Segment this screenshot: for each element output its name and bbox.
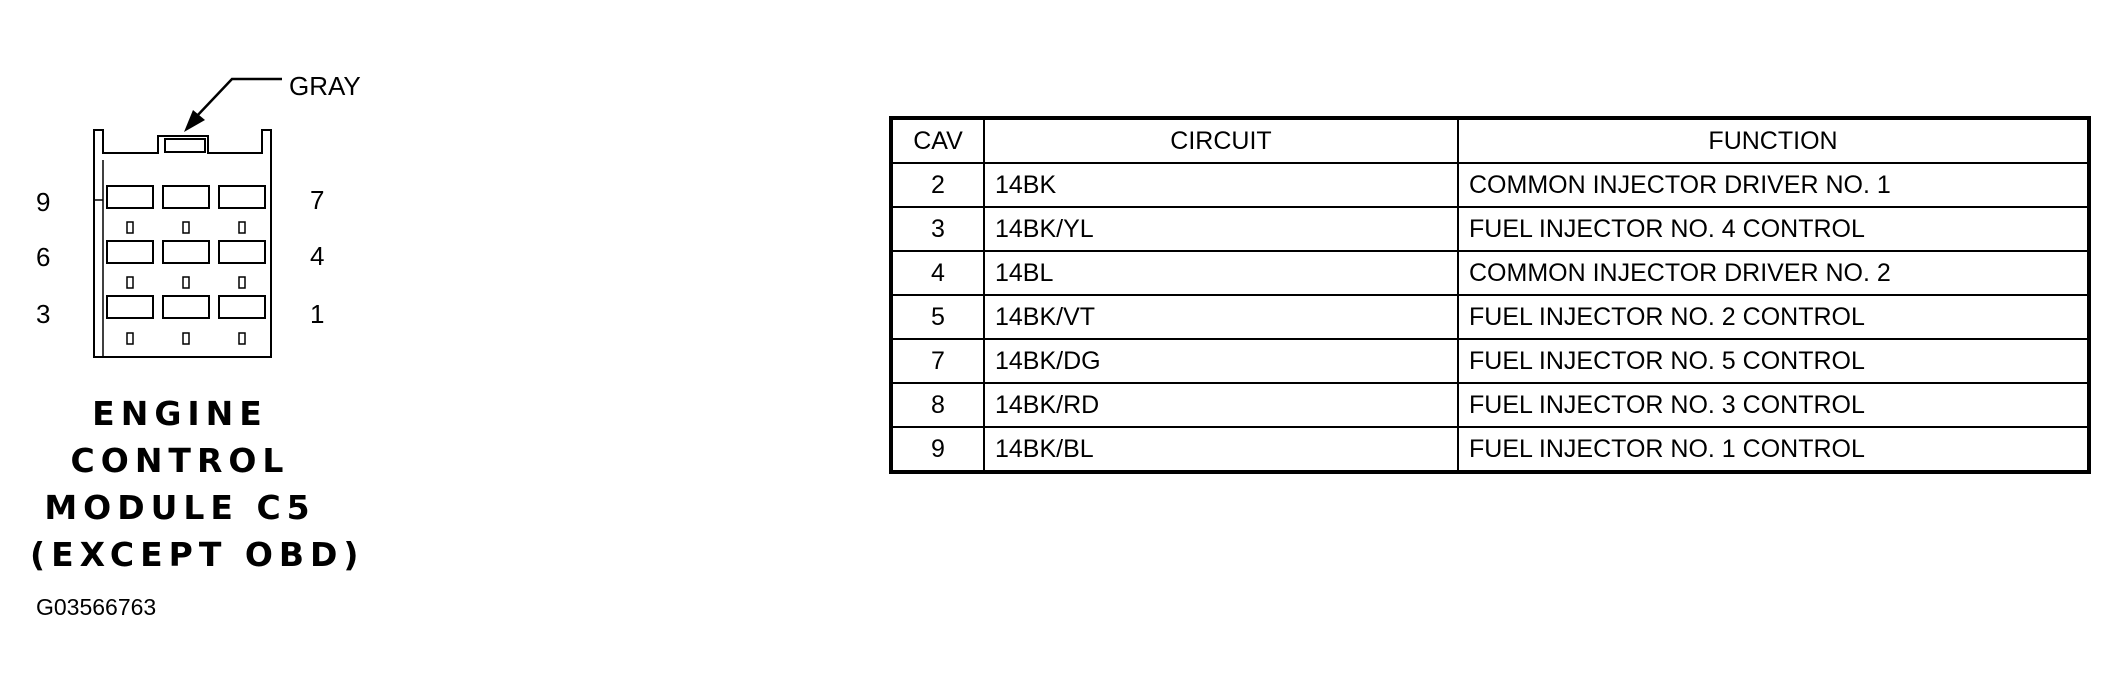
pin-number-3: 3 bbox=[36, 299, 50, 329]
cavity bbox=[162, 185, 210, 209]
cell-cav: 3 bbox=[890, 206, 985, 252]
column-header-function: FUNCTION bbox=[1457, 117, 2090, 164]
cavity bbox=[162, 295, 210, 319]
connector-latch bbox=[164, 138, 206, 153]
cell-cav: 5 bbox=[890, 294, 985, 340]
table-row: 9 14BK/BL FUEL INJECTOR NO. 1 CONTROL bbox=[890, 426, 2090, 473]
cell-circuit: 14BK/RD bbox=[983, 382, 1459, 428]
table-header-row: CAV CIRCUIT FUNCTION bbox=[890, 117, 2090, 164]
cell-cav: 2 bbox=[890, 162, 985, 208]
table-row: 8 14BK/RD FUEL INJECTOR NO. 3 CONTROL bbox=[890, 382, 2090, 428]
connector-color-label: GRAY bbox=[289, 71, 361, 101]
cavity bbox=[106, 295, 154, 319]
connector-title-line: MODULE C5 bbox=[44, 488, 316, 527]
terminal-slot bbox=[238, 276, 246, 289]
column-header-cav: CAV bbox=[890, 117, 985, 164]
cavity bbox=[218, 240, 266, 264]
connector-title-line: (EXCEPT OBD) bbox=[30, 535, 365, 574]
cavity bbox=[218, 185, 266, 209]
terminal-slot bbox=[182, 332, 190, 345]
connector-diagram: GRAY 9 7 6 4 3 1 bbox=[36, 71, 361, 358]
cavity bbox=[106, 240, 154, 264]
cell-circuit: 14BL bbox=[983, 250, 1459, 296]
pin-number-1: 1 bbox=[310, 299, 324, 329]
cell-cav: 8 bbox=[890, 382, 985, 428]
terminal-slot bbox=[182, 276, 190, 289]
figure-id: G03566763 bbox=[36, 594, 157, 620]
callout-arrowhead-icon bbox=[184, 110, 205, 132]
pin-function-table: CAV CIRCUIT FUNCTION 2 14BK COMMON INJEC… bbox=[889, 116, 2091, 474]
cell-circuit: 14BK bbox=[983, 162, 1459, 208]
table-row: 5 14BK/VT FUEL INJECTOR NO. 2 CONTROL bbox=[890, 294, 2090, 340]
terminal-slot bbox=[126, 221, 134, 234]
cell-function: FUEL INJECTOR NO. 5 CONTROL bbox=[1457, 338, 2090, 384]
terminal-slot bbox=[238, 332, 246, 345]
table-row: 7 14BK/DG FUEL INJECTOR NO. 5 CONTROL bbox=[890, 338, 2090, 384]
table-row: 4 14BL COMMON INJECTOR DRIVER NO. 2 bbox=[890, 250, 2090, 296]
connector-title-line: CONTROL bbox=[70, 441, 290, 480]
cell-circuit: 14BK/YL bbox=[983, 206, 1459, 252]
terminal-slot bbox=[182, 221, 190, 234]
pin-number-6: 6 bbox=[36, 242, 50, 272]
cell-cav: 9 bbox=[890, 426, 985, 473]
terminal-slot bbox=[126, 332, 134, 345]
cell-function: FUEL INJECTOR NO. 3 CONTROL bbox=[1457, 382, 2090, 428]
cell-function: FUEL INJECTOR NO. 4 CONTROL bbox=[1457, 206, 2090, 252]
terminal-slot bbox=[238, 221, 246, 234]
cell-function: FUEL INJECTOR NO. 1 CONTROL bbox=[1457, 426, 2090, 473]
pin-number-4: 4 bbox=[310, 241, 324, 271]
cavity bbox=[106, 185, 154, 209]
cell-function: COMMON INJECTOR DRIVER NO. 1 bbox=[1457, 162, 2090, 208]
cell-circuit: 14BK/DG bbox=[983, 338, 1459, 384]
cell-circuit: 14BK/BL bbox=[983, 426, 1459, 473]
pin-number-7: 7 bbox=[310, 185, 324, 215]
cavity bbox=[162, 240, 210, 264]
column-header-circuit: CIRCUIT bbox=[983, 117, 1459, 164]
pin-number-9: 9 bbox=[36, 187, 50, 217]
cell-circuit: 14BK/VT bbox=[983, 294, 1459, 340]
cell-function: COMMON INJECTOR DRIVER NO. 2 bbox=[1457, 250, 2090, 296]
table-row: 3 14BK/YL FUEL INJECTOR NO. 4 CONTROL bbox=[890, 206, 2090, 252]
terminal-slot bbox=[126, 276, 134, 289]
table-row: 2 14BK COMMON INJECTOR DRIVER NO. 1 bbox=[890, 162, 2090, 208]
cell-cav: 4 bbox=[890, 250, 985, 296]
cavity bbox=[218, 295, 266, 319]
cell-cav: 7 bbox=[890, 338, 985, 384]
connector-title-line: ENGINE bbox=[92, 394, 268, 433]
connector-title: ENGINE CONTROL MODULE C5 (EXCEPT OBD) bbox=[30, 390, 365, 578]
cell-function: FUEL INJECTOR NO. 2 CONTROL bbox=[1457, 294, 2090, 340]
callout-leader-line bbox=[195, 77, 282, 118]
